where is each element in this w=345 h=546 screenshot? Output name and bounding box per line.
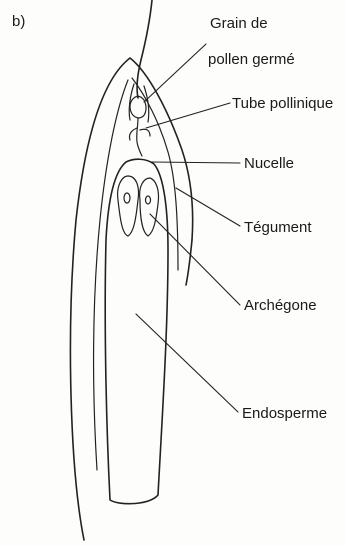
pollen-tube	[137, 118, 142, 156]
pollen-grain	[130, 96, 146, 118]
label-tube-pollinique: Tube pollinique	[232, 95, 333, 112]
leader-tube-pollinique	[146, 103, 230, 128]
label-tegument: Tégument	[244, 219, 312, 236]
integument-right-outline	[186, 240, 192, 285]
archegonium-left	[118, 176, 139, 236]
integument-outer-outline	[70, 58, 192, 540]
leader-endosperme	[136, 314, 238, 412]
label-endosperme: Endosperme	[242, 405, 327, 422]
label-nucelle: Nucelle	[244, 155, 294, 172]
micropyle-right	[144, 86, 149, 122]
integument-inner-right	[132, 78, 178, 270]
label-archegone: Archégone	[244, 297, 317, 314]
leader-pollen-grain	[144, 44, 206, 102]
label-grain-line1: Grain de	[210, 15, 268, 32]
archegonium-nucleus-right	[146, 196, 151, 204]
integument-inner-left	[94, 80, 128, 470]
archegonium-nucleus-left	[124, 193, 130, 203]
pollen-tube-branch	[129, 128, 137, 140]
archegonium-right	[140, 178, 159, 236]
pollen-tube-tip	[140, 129, 150, 136]
leader-nucelle	[152, 162, 240, 163]
leader-tegument	[176, 188, 240, 226]
leader-archegone	[150, 214, 240, 305]
label-grain-line2: pollen germé	[208, 51, 295, 68]
pollen-tube-stem	[137, 0, 152, 98]
panel-label: b)	[12, 13, 25, 30]
